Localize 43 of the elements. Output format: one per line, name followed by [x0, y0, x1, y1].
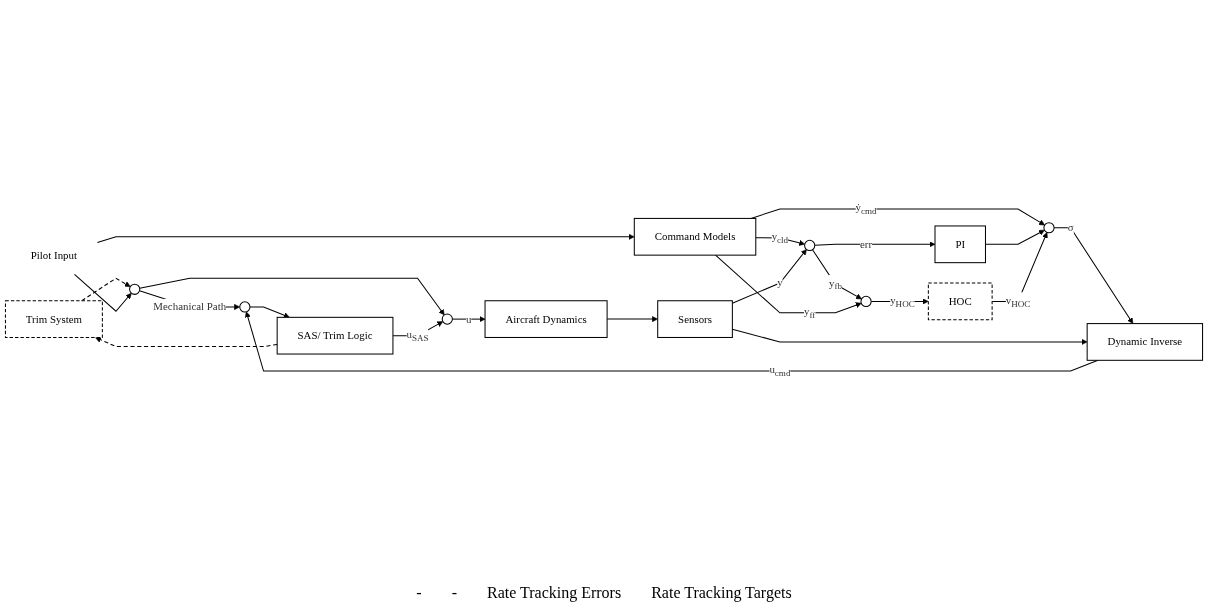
node-circle: [441, 313, 453, 325]
node-circle: [129, 283, 141, 295]
arrow: [81, 277, 131, 302]
edge-label: u$_{SAS}$: [406, 328, 429, 343]
edge-label: y$_{HOC}$: [890, 294, 915, 309]
arrow: [812, 249, 862, 300]
edge-label: y: [777, 276, 783, 289]
node-circle: [1043, 222, 1055, 234]
node-box: Trim System: [4, 300, 103, 338]
arrow: [74, 273, 132, 312]
sign-label: -: [416, 584, 422, 602]
arrow: [1053, 227, 1134, 324]
node-box: SAS/ Trim Logic: [276, 316, 394, 355]
node-circle: [860, 295, 872, 308]
node-box: Sensors: [657, 300, 733, 338]
edge-label: v$_{HOC}$: [1005, 294, 1031, 309]
arrow: [814, 241, 936, 248]
node-box: Aircraft Dynamics: [484, 300, 608, 338]
arrow: [249, 306, 290, 319]
arrow: [451, 316, 486, 323]
edge-label: u$_{cmd}$: [769, 363, 791, 379]
edge-label: err: [860, 238, 873, 250]
edge-label: u: [466, 312, 472, 325]
node-box: Command Models: [633, 217, 757, 256]
node-circle: [239, 301, 251, 313]
arrow: [96, 233, 635, 243]
node-box: Dynamic Inverse: [1086, 323, 1204, 361]
node-text: Pilot Input: [30, 249, 78, 262]
note-label: Rate Tracking Errors: [486, 584, 622, 602]
node-box: PI: [934, 225, 986, 264]
note-label: Rate Tracking Targets: [651, 584, 792, 602]
edge-label: Mechanical Path: [153, 300, 227, 313]
edge-label: y$_{ff}$: [804, 305, 816, 321]
sign-label: -: [451, 584, 457, 602]
arrow: [731, 249, 807, 304]
edge-label: y$_{fb}$: [828, 277, 842, 292]
arrow: [715, 254, 862, 314]
arrow: [95, 336, 278, 348]
node-circle: [804, 239, 816, 252]
edge-label: y$_{cld}$: [771, 230, 789, 246]
node-box: HOC: [927, 282, 993, 321]
edge-label: σ: [1067, 221, 1074, 234]
edge-label: ẏ$_{cmd}$: [855, 201, 877, 217]
